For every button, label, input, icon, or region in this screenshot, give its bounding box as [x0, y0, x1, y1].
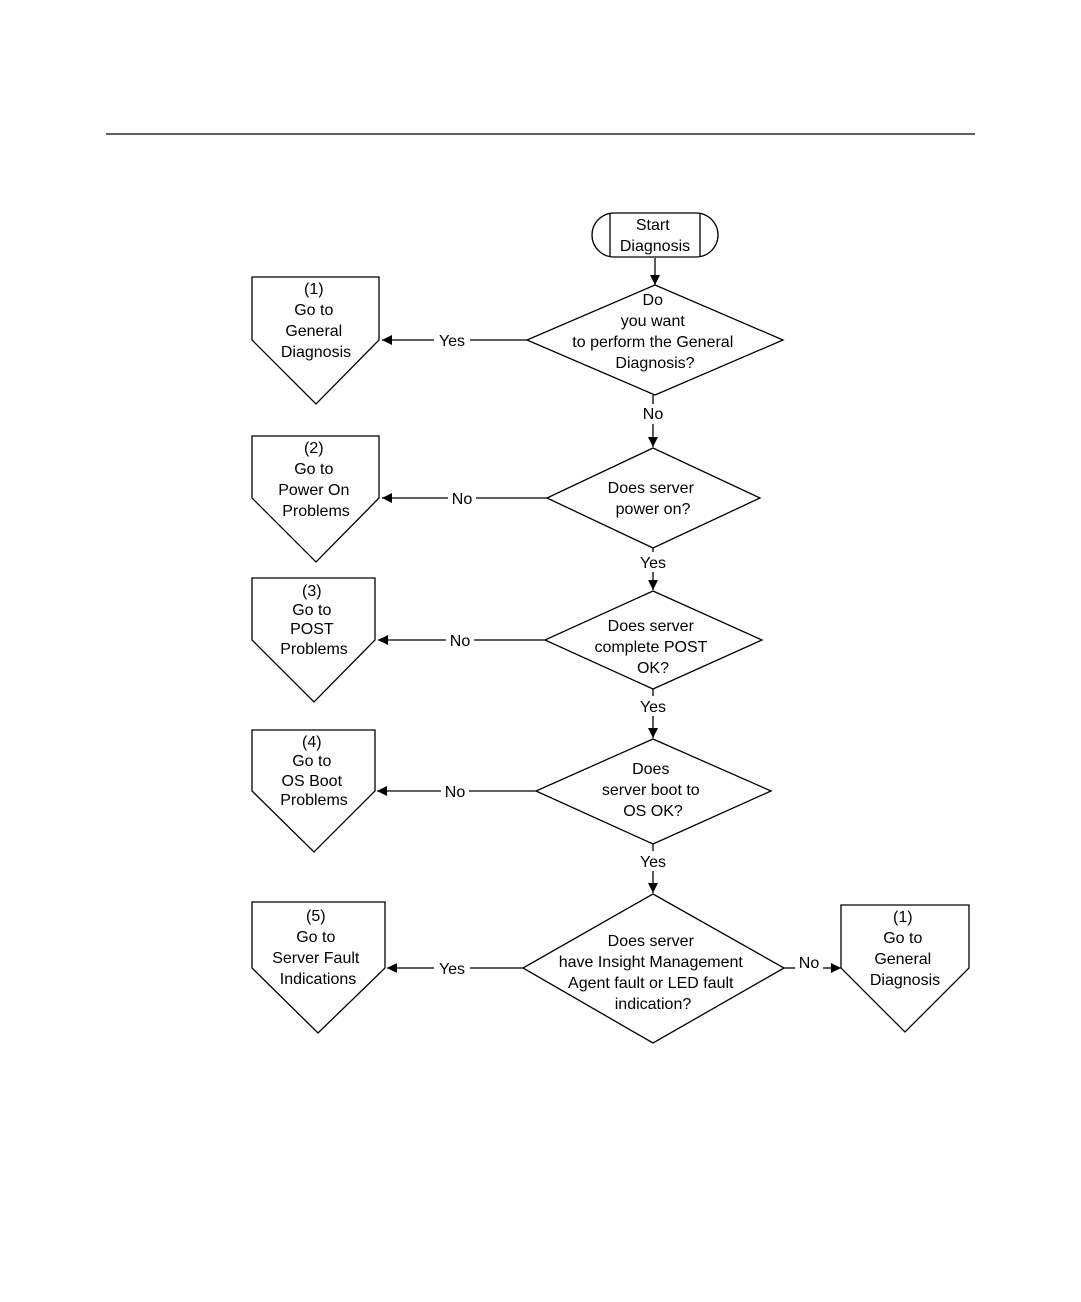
edge-d5-o5: Yes — [387, 961, 523, 978]
edge-d5-o6: No — [784, 955, 841, 973]
edge-label-d3-o3: No — [450, 633, 471, 650]
edge-label-d2-o2: No — [452, 491, 473, 508]
edge-label-d3-d4: Yes — [640, 699, 666, 716]
offpage-post-problems: (3) Go to POST Problems — [251, 577, 376, 703]
decision-text-4: Does server boot to OS OK? — [602, 761, 704, 820]
edge-label-d2-d3: Yes — [640, 555, 666, 572]
edge-d2-d3: Yes — [640, 548, 666, 590]
edge-d4-d5: Yes — [640, 844, 666, 893]
decision-general-diagnosis: Do you want to perform the General Diagn… — [525, 284, 785, 396]
decision-os-boot: Does server boot to OS OK? — [534, 738, 773, 845]
offpage-text-3: (3) Go to POST Problems — [280, 583, 348, 658]
decision-post: Does server complete POST OK? — [543, 590, 764, 690]
offpage-os-boot-problems: (4) Go to OS Boot Problems — [251, 729, 376, 853]
edge-d4-o4: No — [377, 784, 536, 801]
edge-label-d1-d2: No — [643, 406, 664, 423]
edge-d2-o2: No — [382, 491, 547, 508]
decision-fault-indication: Does server have Insight Management Agen… — [521, 893, 786, 1044]
edge-d1-o1: Yes — [382, 333, 527, 350]
offpage-general-diagnosis-2: (1) Go to General Diagnosis — [840, 904, 970, 1033]
decision-text-5: Does server have Insight Management Agen… — [559, 933, 748, 1013]
edge-label-d4-o4: No — [445, 784, 466, 801]
decision-text-3: Does server complete POST OK? — [594, 618, 711, 677]
decision-text-2: Does server power on? — [608, 480, 699, 518]
start-text: Start Diagnosis — [620, 217, 690, 255]
edge-label-d1-o1: Yes — [439, 333, 465, 350]
decision-power-on: Does server power on? — [545, 447, 762, 549]
edge-d3-d4: Yes — [640, 689, 666, 738]
offpage-power-on-problems: (2) Go to Power On Problems — [251, 435, 380, 563]
offpage-text-1: (1) Go to General Diagnosis — [281, 281, 351, 361]
decision-text-1: Do you want to perform the General Diagn… — [572, 292, 737, 372]
offpage-text-2: (2) Go to Power On Problems — [278, 440, 354, 520]
offpage-text-6: (1) Go to General Diagnosis — [870, 909, 940, 989]
offpage-server-fault-indications: (5) Go to Server Fault Indications — [251, 901, 386, 1034]
offpage-general-diagnosis-1: (1) Go to General Diagnosis — [251, 276, 380, 405]
offpage-text-5: (5) Go to Server Fault Indications — [272, 908, 364, 988]
edge-label-d5-o6: No — [799, 955, 820, 972]
edge-label-d4-d5: Yes — [640, 854, 666, 871]
offpage-text-4: (4) Go to OS Boot Problems — [280, 734, 348, 809]
edge-d3-o3: No — [378, 633, 545, 650]
edge-d1-d2: No — [643, 395, 664, 447]
edge-label-d5-o5: Yes — [439, 961, 465, 978]
start-node: Start Diagnosis — [591, 212, 719, 258]
